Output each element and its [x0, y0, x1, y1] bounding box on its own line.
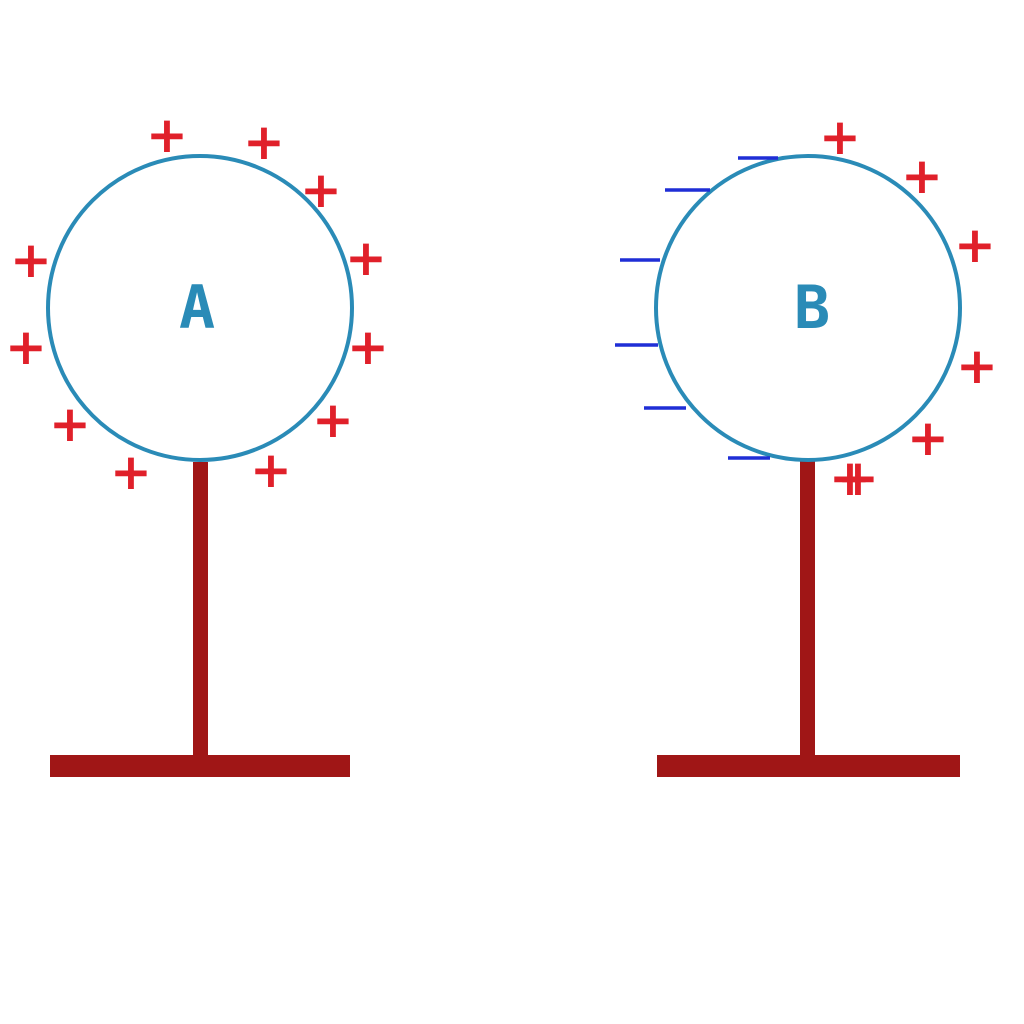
sphere-a-positive-charge: +: [300, 161, 342, 219]
sphere-b-positive-charge: +: [837, 449, 879, 507]
sphere-a-positive-charge: +: [312, 391, 354, 449]
sphere-b-positive-charge: +: [907, 409, 949, 467]
sphere-b-positive-charge: +: [901, 147, 943, 205]
sphere-b-positive-charge: +: [829, 449, 871, 507]
sphere-b-stand-base: [657, 755, 960, 777]
sphere-a-positive-charge: +: [345, 229, 387, 287]
sphere-b: [654, 154, 962, 462]
sphere-a-assembly: A +++++++++++: [5, 106, 389, 777]
sphere-b-positive-charge: +: [956, 337, 998, 395]
sphere-b-positive-charge: +: [819, 108, 861, 166]
sphere-a-label: A: [179, 273, 215, 343]
sphere-a-positive-charge: +: [250, 441, 292, 499]
sphere-b-assembly: B +++++++: [615, 108, 998, 777]
sphere-b-positive-charge: +: [954, 216, 996, 274]
sphere-b-label: B: [794, 273, 830, 343]
sphere-a-positive-charge: +: [10, 231, 52, 289]
sphere-a-positive-charge: +: [110, 443, 152, 501]
sphere-a: [46, 154, 354, 462]
sphere-a-positive-charge: +: [49, 395, 91, 453]
sphere-a-charges: +++++++++++: [5, 106, 389, 501]
sphere-a-positive-charge: +: [347, 318, 389, 376]
sphere-a-positive-charge: +: [243, 113, 285, 171]
sphere-a-positive-charge: +: [146, 106, 188, 164]
sphere-a-positive-charge: +: [5, 318, 47, 376]
sphere-a-stand-pole: [193, 462, 208, 760]
sphere-b-charges: +++++++: [615, 108, 998, 507]
sphere-a-stand-base: [50, 755, 350, 777]
sphere-b-stand-pole: [800, 460, 815, 762]
